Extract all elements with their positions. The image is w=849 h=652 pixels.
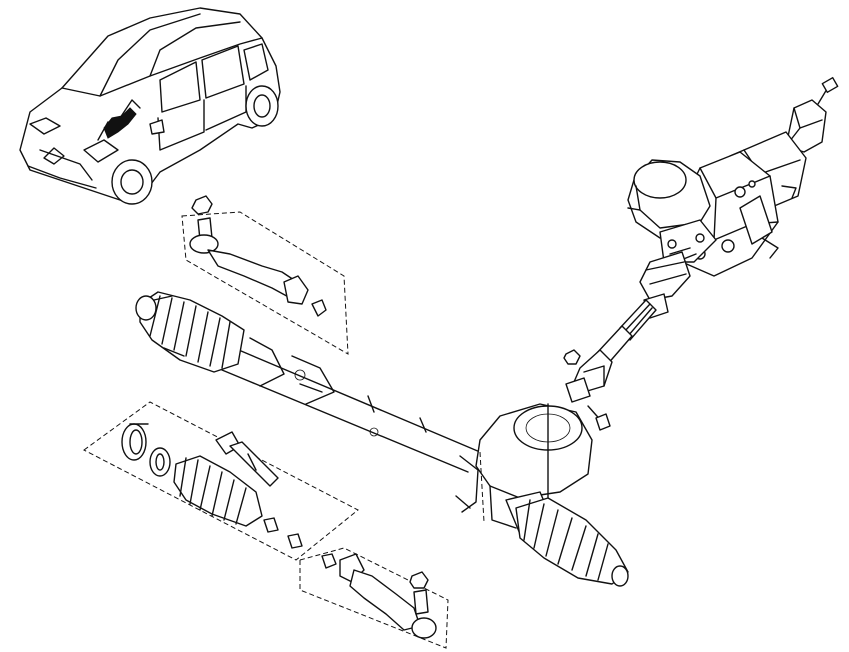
rack-bellows-right <box>515 497 629 587</box>
steering-rack-housing <box>221 337 593 535</box>
inner-tie-rod-kit <box>83 401 359 561</box>
intermediate-shaft <box>563 299 657 431</box>
tie-rod-end-lower <box>299 547 449 649</box>
rack-bellows-left <box>135 291 245 373</box>
vehicle-locator <box>19 7 281 205</box>
steering-column-assembly <box>627 76 839 319</box>
tie-rod-end-upper <box>181 195 349 355</box>
